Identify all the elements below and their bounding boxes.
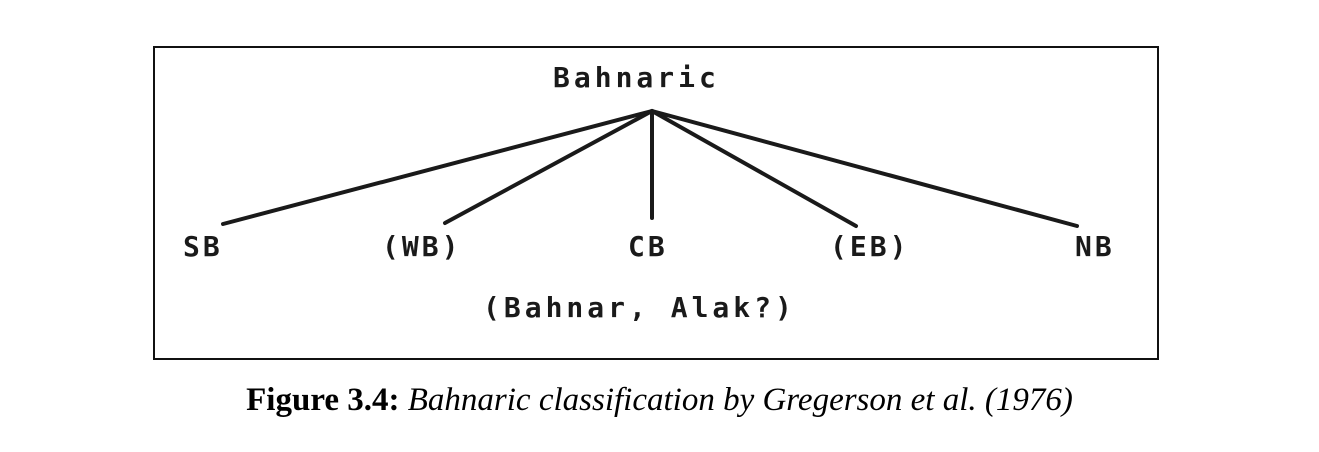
edge-to-eb [650, 109, 858, 228]
caption-text: Bahnaric classification by Gregerson et … [407, 382, 1073, 418]
diagram-frame [153, 46, 1159, 360]
leaf-node-cb: CB [628, 230, 668, 263]
figure-caption: Figure 3.4: Bahnaric classification by G… [0, 382, 1319, 419]
root-node-label: Bahnaric [553, 61, 720, 94]
leaf-node-eb: (EB) [830, 230, 910, 263]
edge-to-nb [650, 109, 1079, 228]
cb-subnote: (Bahnar, Alak?) [483, 291, 796, 324]
leaf-node-sb: SB [183, 230, 223, 263]
caption-label: Figure 3.4: [246, 382, 400, 418]
leaf-node-wb: (WB) [382, 230, 462, 263]
leaf-node-nb: NB [1075, 230, 1115, 263]
edge-to-sb [221, 109, 654, 226]
edge-to-wb [443, 109, 654, 225]
